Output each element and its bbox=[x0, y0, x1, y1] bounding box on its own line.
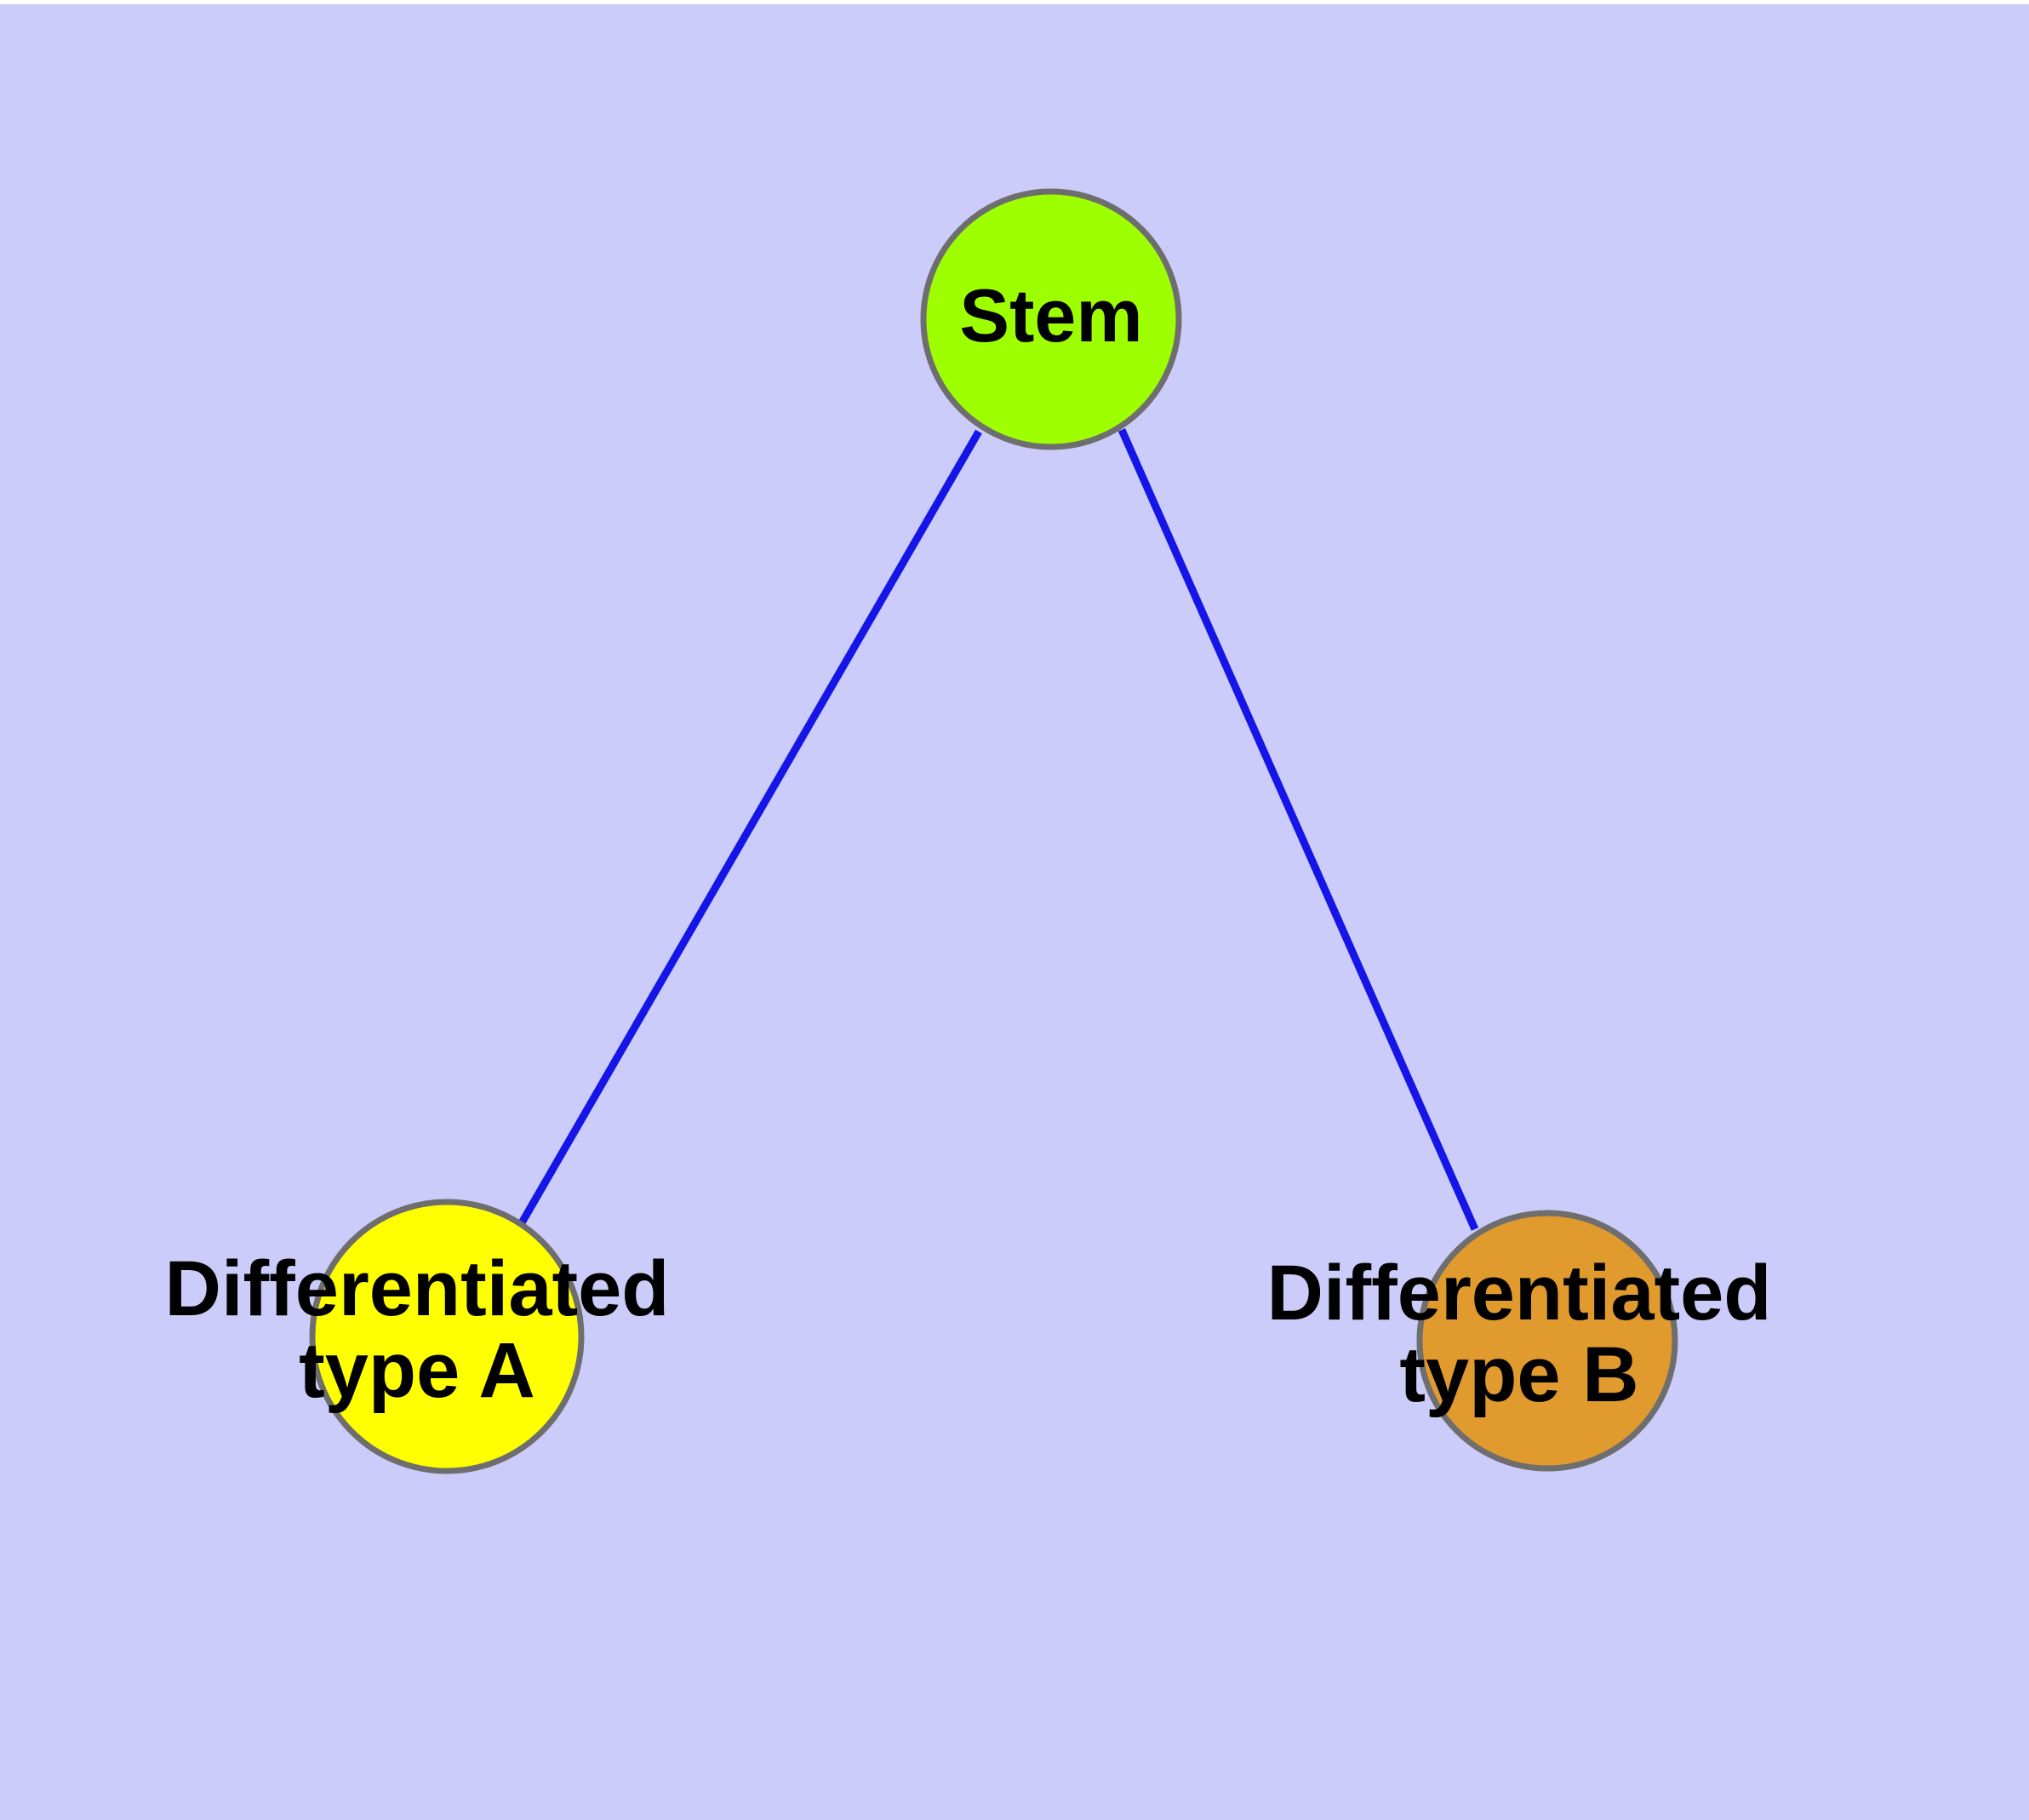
node-differentiated-type-a[interactable] bbox=[309, 1199, 585, 1474]
node-differentiated-type-b[interactable] bbox=[1416, 1210, 1678, 1472]
node-stem[interactable] bbox=[920, 188, 1182, 450]
edge-stem-to-diff-b[interactable] bbox=[1117, 428, 1479, 1231]
edge-layer bbox=[517, 428, 1479, 1231]
edge-stem-to-diff-a[interactable] bbox=[517, 429, 982, 1228]
node-layer bbox=[309, 188, 1678, 1474]
